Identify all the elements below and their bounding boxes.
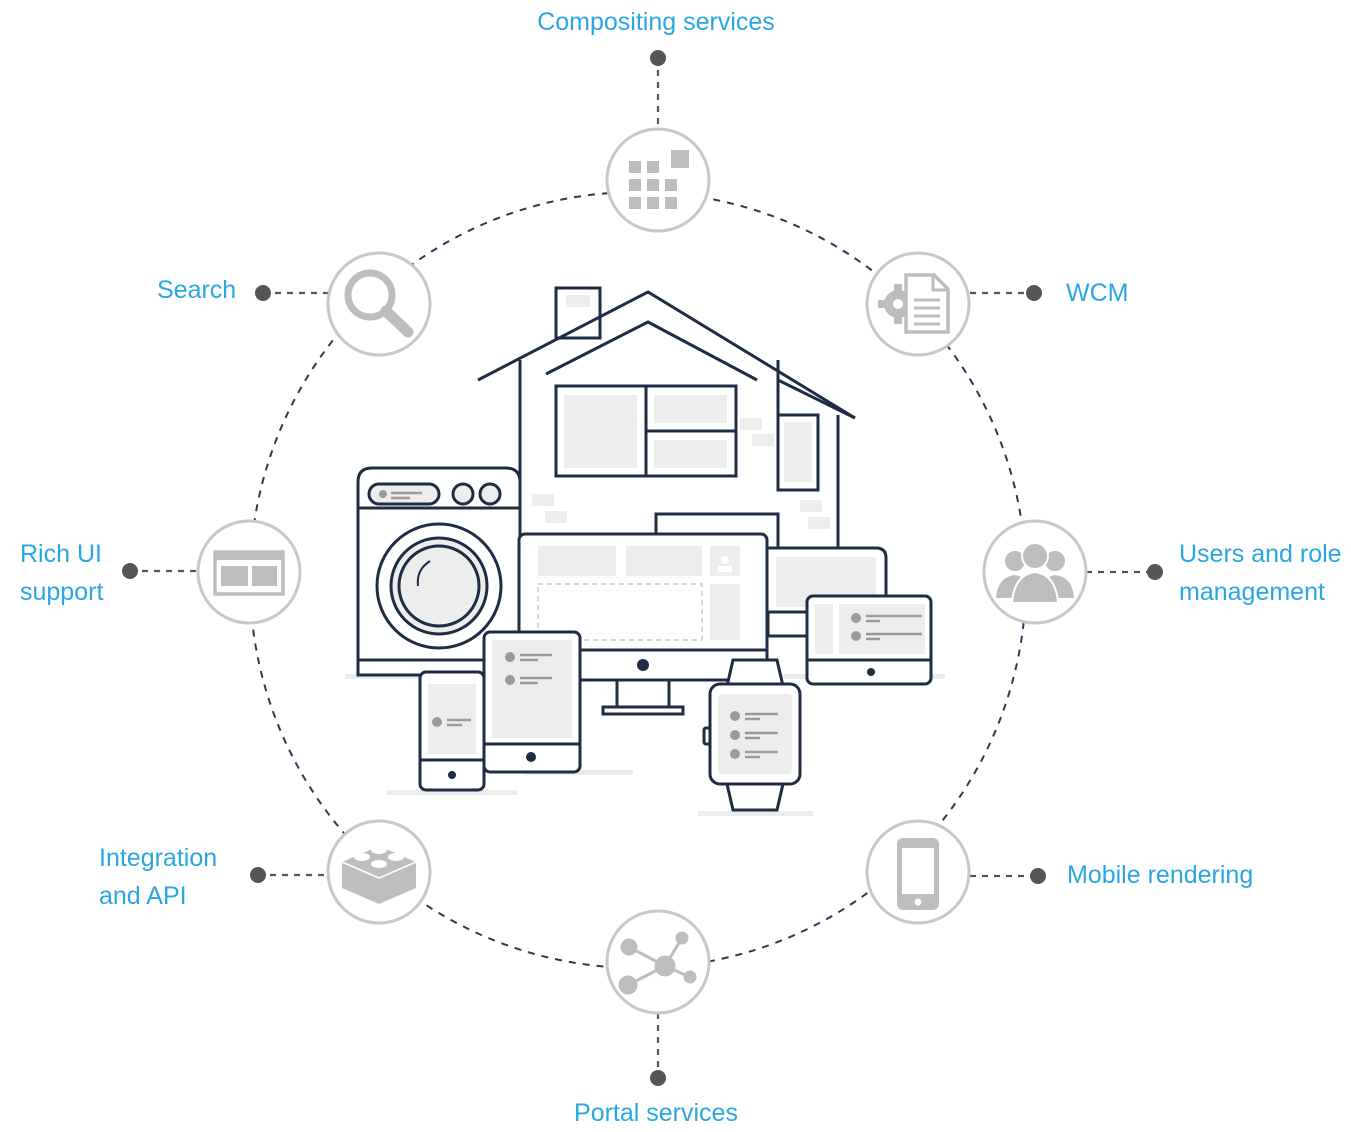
- network-nodes-icon: [618, 931, 697, 995]
- label-portal-services: Portal services: [574, 1099, 738, 1127]
- label-compositing-services: Compositing services: [537, 8, 775, 36]
- document-gear-icon: [878, 273, 950, 334]
- users-group-icon: [993, 542, 1077, 604]
- label-users-and-role-management: Users and role management: [1179, 540, 1342, 606]
- house-and-devices-illustration: [345, 286, 945, 816]
- lego-brick-icon: [341, 846, 417, 904]
- connector-dots: [122, 50, 1163, 1086]
- label-mobile-rendering: Mobile rendering: [1067, 861, 1254, 889]
- node-circle-richui: [196, 519, 302, 625]
- connectors: [130, 58, 1155, 1077]
- label-integration-and-api: Integration and API: [99, 844, 218, 910]
- grid-blocks-icon: [629, 150, 689, 209]
- node-circle-search: [326, 251, 432, 357]
- house: [477, 286, 856, 548]
- smartphone-icon: [897, 838, 939, 910]
- label-search: Search: [157, 276, 237, 304]
- label-rich-ui-support: Rich UI support: [20, 540, 104, 606]
- label-wcm: WCM: [1066, 279, 1129, 307]
- browser-window-icon: [213, 550, 285, 596]
- magnifier-icon: [344, 269, 414, 338]
